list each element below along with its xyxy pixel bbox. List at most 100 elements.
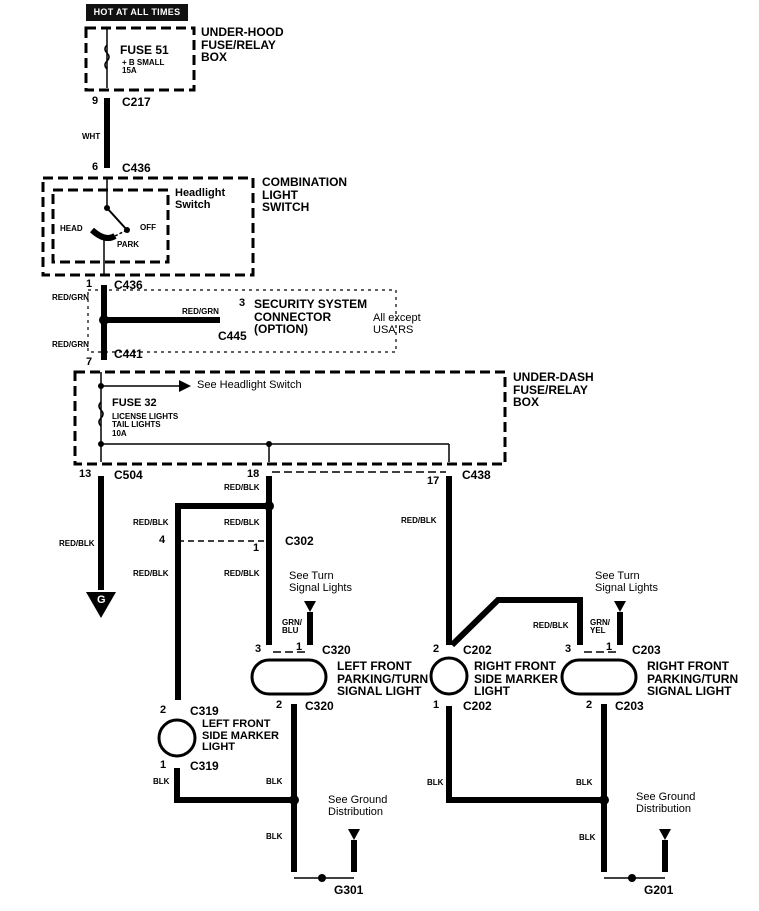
see-turn-signal-ref-left: See Turn Signal Lights	[289, 570, 352, 594]
fuse-32-label: FUSE 32	[112, 397, 157, 409]
pin-1-c302: 1	[253, 542, 260, 554]
pin-2-c203: 2	[586, 699, 593, 711]
pin-1-c436: 1	[86, 278, 93, 290]
rf-parking-light-label: RIGHT FRONT PARKING/TURN SIGNAL LIGHT	[647, 659, 739, 699]
turn-signal-ref-arrow-left	[304, 601, 316, 612]
rf-side-marker-light	[429, 656, 469, 696]
security-option-note: All except USA RS	[373, 312, 421, 336]
hot-at-all-times-label: HOT AT ALL TIMES	[86, 4, 188, 21]
underhood-box-label: UNDER-HOOD FUSE/RELAY BOX	[201, 25, 284, 65]
switch-pos-park: PARK	[117, 240, 140, 249]
wire-label-red-blk-c203: RED/BLK	[533, 621, 569, 630]
security-connector-label: SECURITY SYSTEM CONNECTOR (OPTION)	[254, 297, 368, 337]
pin-4-c302: 4	[159, 534, 166, 546]
wire-label-red-blk-18: RED/BLK	[224, 483, 260, 492]
ground-g201-label: G201	[644, 883, 674, 897]
pin-2-c319: 2	[160, 704, 167, 716]
connector-c445: C445	[218, 329, 247, 343]
pin-2-c320: 2	[276, 699, 283, 711]
turn-signal-ref-arrow-right	[614, 601, 626, 612]
lf-parking-light-label: LEFT FRONT PARKING/TURN SIGNAL LIGHT	[337, 659, 429, 699]
pin-7: 7	[86, 356, 93, 368]
ground-g301-label: G301	[334, 883, 364, 897]
switch-pos-off: OFF	[140, 223, 156, 232]
fuse-32-desc: LICENSE LIGHTS TAIL LIGHTS 10A	[112, 412, 179, 438]
wire-label-blk-c203: BLK	[576, 778, 593, 787]
fuse-51-symbol	[104, 44, 110, 70]
wire-label-blk-c202: BLK	[427, 778, 444, 787]
connector-c319-bottom: C319	[190, 759, 219, 773]
underdash-box-label: UNDER-DASH FUSE/RELAY BOX	[513, 370, 594, 410]
connector-c202-bottom: C202	[463, 699, 492, 713]
pin-1-c319: 1	[160, 759, 167, 771]
connector-c217: C217	[122, 95, 151, 109]
see-turn-signal-ref-right: See Turn Signal Lights	[595, 570, 658, 594]
fuse-51-desc: + B SMALL 15A	[122, 58, 165, 76]
ground-ref-arrow-g301	[348, 829, 360, 840]
lf-side-marker-label: LEFT FRONT SIDE MARKER LIGHT	[202, 718, 280, 754]
pin-3-c445: 3	[239, 297, 246, 309]
ground-g-label: G	[97, 594, 106, 606]
pin-1-c203: 1	[606, 641, 613, 653]
connector-c441: C441	[114, 347, 143, 361]
switch-pos-head: HEAD	[60, 224, 83, 233]
see-headlight-switch-ref: See Headlight Switch	[197, 379, 302, 391]
wire-label-grn-yel: GRN/ YEL	[590, 618, 610, 636]
wire-label-red-grn-2: RED/GRN	[182, 307, 219, 316]
security-option-box	[87, 289, 397, 353]
headlight-switch-box	[51, 188, 170, 264]
wire-label-red-blk-4-top: RED/BLK	[133, 518, 169, 527]
pin-2-c202: 2	[433, 643, 440, 655]
pin-9: 9	[92, 95, 99, 107]
connector-c319-top: C319	[190, 704, 219, 718]
ground-g-arrow	[86, 592, 116, 618]
connector-c203-top: C203	[632, 643, 661, 657]
lf-parking-light	[250, 658, 328, 696]
headlight-switch-label: Headlight Switch	[175, 187, 226, 211]
fuse-32-symbol	[98, 401, 104, 427]
wire-label-blk-g301: BLK	[266, 832, 283, 841]
combination-switch-box	[41, 176, 255, 277]
wire-label-grn-blu: GRN/ BLU	[282, 618, 302, 636]
underdash-fuse-box	[73, 370, 507, 466]
connector-c302: C302	[285, 534, 314, 548]
connector-c320-bottom: C320	[305, 699, 334, 713]
pin-17: 17	[427, 475, 440, 487]
connector-c436-bottom: C436	[114, 278, 143, 292]
connector-c504: C504	[114, 468, 143, 482]
wire-label-red-blk-1-top: RED/BLK	[224, 518, 260, 527]
wire-label-blk-c320: BLK	[266, 777, 283, 786]
wire-label-red-blk-17: RED/BLK	[401, 516, 437, 525]
see-ground-distribution-right: See Ground Distribution	[636, 791, 696, 815]
pin-1-c320: 1	[296, 641, 303, 653]
connector-c436-top: C436	[122, 161, 151, 175]
ground-ref-arrow-g201	[659, 829, 671, 840]
wire-label-red-grn-3: RED/GRN	[52, 340, 89, 349]
fuse-51-label: FUSE 51	[120, 43, 169, 57]
connector-c438: C438	[462, 468, 491, 482]
switch-head-contact	[89, 227, 117, 241]
connector-c203-bottom: C203	[615, 699, 644, 713]
pin-18: 18	[247, 468, 260, 480]
ground-g301-symbol	[318, 874, 326, 882]
connector-c320-top: C320	[322, 643, 351, 657]
wire-label-wht: WHT	[82, 132, 101, 141]
wire-label-red-blk-4-bottom: RED/BLK	[133, 569, 169, 578]
pin-13: 13	[79, 468, 92, 480]
wire-label-blk-c319: BLK	[153, 777, 170, 786]
see-ground-distribution-left: See Ground Distribution	[328, 794, 388, 818]
underhood-fuse-box	[84, 26, 196, 92]
pin-3-c203: 3	[565, 643, 572, 655]
connector-c202-top: C202	[463, 643, 492, 657]
ground-g201-symbol	[628, 874, 636, 882]
combination-switch-label: COMBINATION LIGHT SWITCH	[262, 175, 348, 215]
wire-label-red-blk-c504: RED/BLK	[59, 539, 95, 548]
rf-side-marker-label: RIGHT FRONT SIDE MARKER LIGHT	[474, 659, 559, 699]
wire-label-red-blk-1-bottom: RED/BLK	[224, 569, 260, 578]
rf-parking-light	[560, 658, 638, 696]
wire-label-red-grn-1: RED/GRN	[52, 293, 89, 302]
pin-3-c320: 3	[255, 643, 262, 655]
lf-side-marker-light	[157, 718, 197, 758]
pin-6: 6	[92, 161, 99, 173]
pin-1-c202: 1	[433, 699, 440, 711]
